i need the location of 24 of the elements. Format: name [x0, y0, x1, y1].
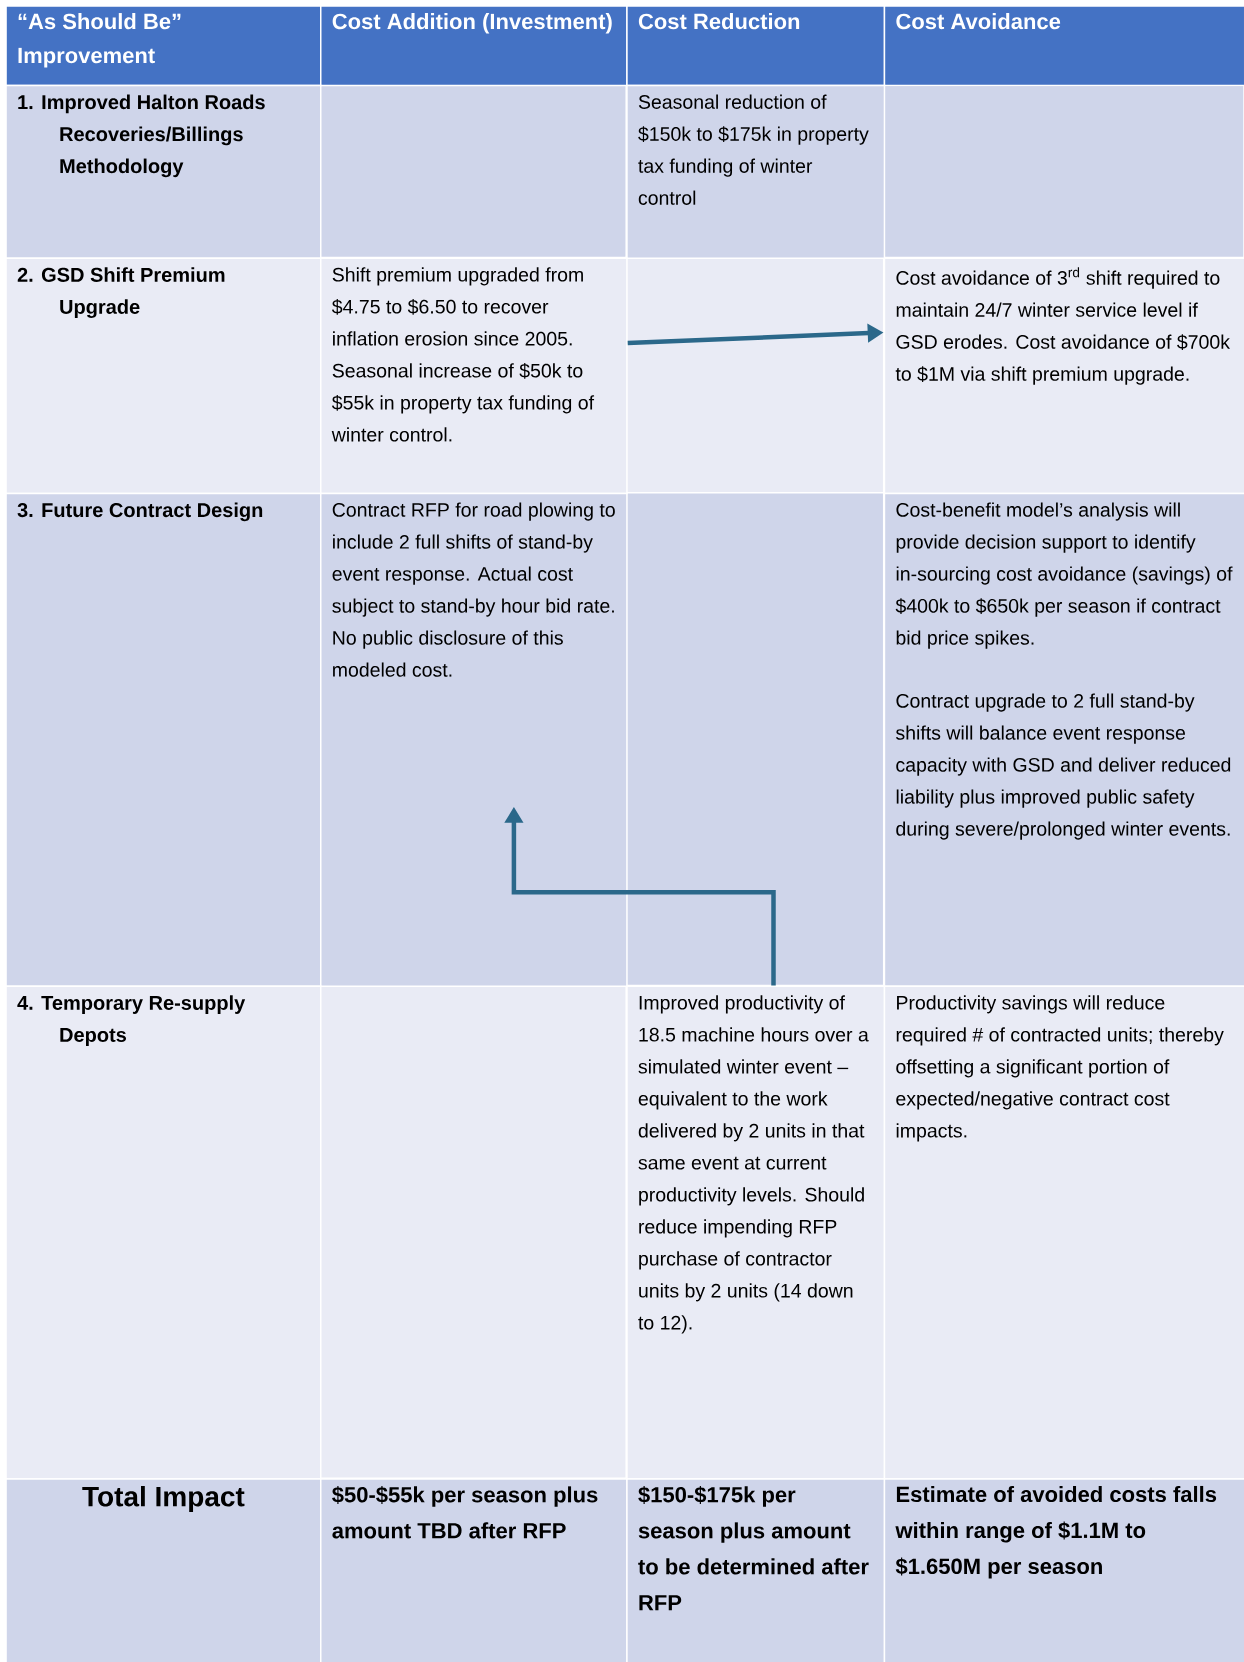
- table-cell: Total Impact: [5, 1478, 322, 1662]
- header-cell: Cost Avoidance: [883, 5, 1244, 87]
- table-cell: Shift premium upgraded from $4.75 to $6.50 to recover inflation erosion since 2005. Seasonal increase of $50k to $55k in property tax funding of winter control.: [320, 257, 628, 495]
- header-cell: Cost Reduction: [626, 5, 886, 87]
- table-cell: 1. Improved Halton Roads Recoveries/Billings Methodology: [5, 84, 322, 259]
- table-cell: Cost-benefit model’s analysis will provide decision support to identify in-sourcing cost avoidance (savings) of $400k to $650k per season if contract bid price spikes. Contract upgrade to 2 full stand-by shifts will balance event response capacity with GSD and deliver reduced liability plus improved public safety during severe/prolonged winter events.: [883, 492, 1244, 987]
- node-label: $50-$55k per season plus amount TBD after RFP: [332, 1485, 598, 1539]
- table-cell: Estimate of avoided costs falls within range of $1.1M to $1.650M per season: [883, 1478, 1244, 1662]
- header-cell: “As Should Be” Improvement: [5, 5, 322, 87]
- node-label: Productivity savings will reduce required # of contracted units; thereby offsetting a significant portion of expected/negative contract cost impacts.: [896, 995, 1224, 1142]
- table-cell: 3. Future Contract Design: [5, 492, 322, 987]
- table-cell: Productivity savings will reduce required # of contracted units; thereby offsetting a significant portion of expected/negative contract cost impacts.: [883, 985, 1244, 1480]
- node-label: Cost avoidance of 3$^{rd}$ shift required to maintain 24/7 winter service level if GSD erodes. Cost avoidance of $700k to $1M via shift premium upgrade.: [895, 267, 1230, 385]
- table-cell: $50-$55k per season plus amount TBD after RFP: [320, 1478, 628, 1662]
- table-cell: Contract RFP for road plowing to include 2 full shifts of stand-by event response. Actual cost subject to stand-by hour bid rate. No public disclosure of this modeled cost.: [320, 492, 628, 987]
- table-cell: 4. Temporary Re-supply Depots: [5, 985, 322, 1480]
- table-cell: $150-$175k per season plus amount to be determined after RFP: [626, 1478, 886, 1662]
- node-label: Total Impact: [82, 1485, 245, 1513]
- table-cell: Seasonal reduction of $150k to $175k in property tax funding of winter control: [626, 84, 886, 259]
- node-label: $150-$175k per season plus amount to be determined after RFP: [638, 1485, 869, 1611]
- header-cell: Cost Addition (Investment): [320, 5, 628, 87]
- table-cell: 2. GSD Shift Premium Upgrade: [5, 257, 322, 495]
- table-cell: Improved productivity of 18.5 machine hours over a simulated winter event – equivalent to the work delivered by 2 units in that same event at current productivity levels. Should reduce impending RFP purchase of contractor units by 2 units (14 down to 12).: [626, 985, 886, 1480]
- table-cell: Cost avoidance of 3$^{rd}$ shift required to maintain 24/7 winter service level if GSD erodes. Cost avoidance of $700k to $1M via shift premium upgrade.: [883, 257, 1244, 495]
